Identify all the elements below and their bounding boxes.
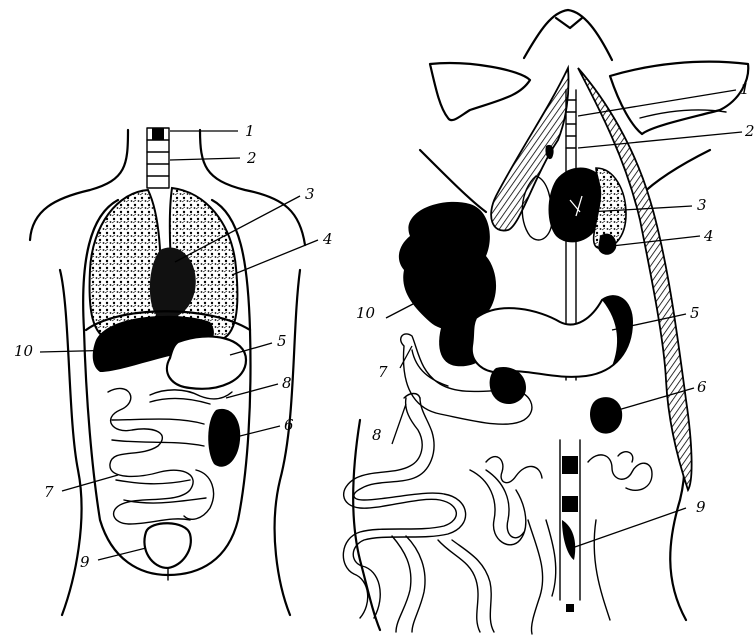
- human-label-4: 4: [322, 230, 333, 248]
- animal-label-8: 8: [372, 426, 382, 444]
- animal-urogenital: [486, 457, 542, 483]
- human-pancreas: [150, 390, 232, 399]
- animal-large-intestine: [343, 398, 456, 618]
- human-label-3: 3: [305, 185, 315, 203]
- human-label-6: 6: [284, 416, 294, 434]
- animal-label-9: 9: [696, 498, 706, 516]
- animal-label-4: 4: [703, 227, 714, 245]
- human-label-8: 8: [282, 374, 292, 392]
- animal-label-1: 1: [740, 80, 750, 98]
- human-label-5: 5: [277, 332, 287, 350]
- animal-liver: [399, 202, 496, 330]
- animal-kidney: [590, 397, 622, 433]
- human-spleen: [208, 409, 240, 467]
- human-stomach: [167, 336, 246, 388]
- human-label-9: 9: [80, 553, 90, 571]
- human-bladder: [144, 523, 190, 568]
- human-label-10: 10: [14, 342, 34, 360]
- animal-head-outline: [524, 10, 612, 60]
- animal-figure: 1 2 3 4 5 6 7 8 9 10: [343, 10, 754, 634]
- animal-label-10: 10: [356, 304, 376, 322]
- animal-label-5: 5: [690, 304, 700, 322]
- human-figure: 1 2 3 4 5 6 7 8 9 10: [14, 122, 333, 615]
- animal-label-2: 2: [744, 122, 754, 140]
- human-label-1: 1: [245, 122, 255, 140]
- human-label-7: 7: [44, 483, 54, 501]
- animal-label-3: 3: [697, 196, 707, 214]
- animal-left-forelimb: [430, 63, 530, 120]
- human-label-2: 2: [246, 149, 257, 167]
- animal-right-forelimb: [610, 62, 748, 134]
- animal-label-6: 6: [697, 378, 707, 396]
- animal-label-7: 7: [378, 363, 388, 381]
